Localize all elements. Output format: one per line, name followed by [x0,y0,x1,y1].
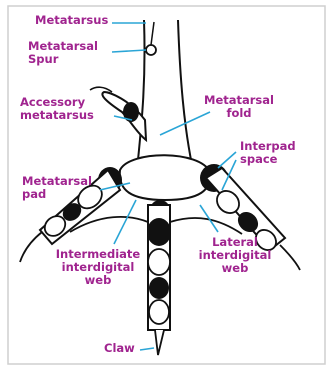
label-fold-line2: fold [204,107,274,120]
lateral-web-line [170,218,242,234]
label-metatarsus: Metatarsus [35,14,108,27]
metatarsus-outline [138,20,192,165]
label-metatarsus-text: Metatarsus [35,13,108,27]
label-interpad-line2: space [240,153,296,166]
label-accessory-line2: metatarsus [20,109,94,122]
label-interpad-space: Interpad space [240,140,296,166]
label-metatarsal-fold: Metatarsal fold [204,94,274,120]
label-accessory-metatarsus: Accessory metatarsus [20,96,94,122]
spur-knob [146,45,156,55]
label-metatarsal-pad: Metatarsal pad [22,175,92,201]
label-pad-line2: pad [22,188,92,201]
label-metatarsal-spur: Metatarsal Spur [28,40,98,66]
label-lateral-web: Lateral interdigital web [190,236,280,275]
spur-stem [151,22,154,45]
label-claw-text: Claw [104,341,135,355]
label-claw: Claw [104,342,135,355]
label-lateral-line3: web [190,262,280,275]
hallux-claw [90,87,112,92]
metatarsal-pad-shape [120,155,210,200]
label-intermediate-line3: web [38,274,158,287]
label-spur-line2: Spur [28,53,98,66]
label-intermediate-web: Intermediate interdigital web [38,248,158,287]
